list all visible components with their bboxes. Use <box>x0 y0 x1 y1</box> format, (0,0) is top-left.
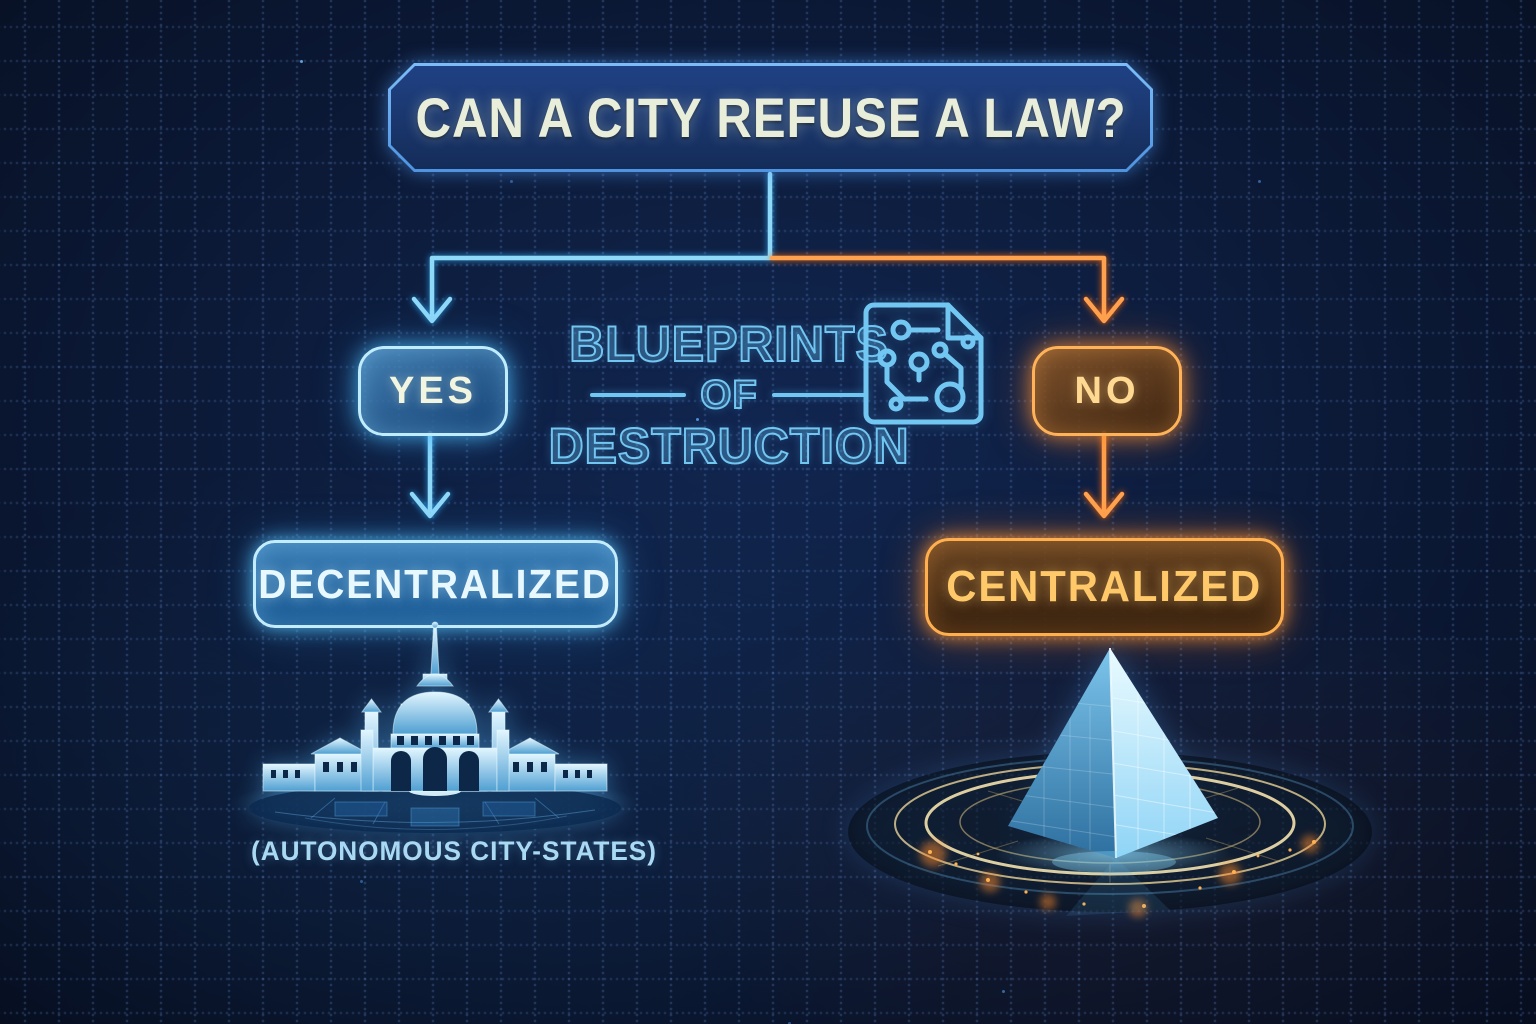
yes-label: YES <box>388 369 478 412</box>
question-text: CAN A CITY REFUSE A LAW? <box>414 86 1127 149</box>
no-label: NO <box>1074 369 1140 412</box>
question-node-fill: CAN A CITY REFUSE A LAW? <box>391 66 1150 169</box>
logo-middle-row: OF <box>543 372 915 418</box>
decentralized-label: DECENTRALIZED <box>258 560 613 607</box>
holographic-city-illustration <box>227 621 643 834</box>
blueprint-circuit-document-icon <box>863 302 984 425</box>
logo-blueprints-of-destruction: BLUEPRINTS OF DESTRUCTION <box>543 315 915 475</box>
node-yes: YES <box>358 346 508 436</box>
connector-no-line <box>769 255 1107 319</box>
logo-left-rule <box>590 393 687 397</box>
node-no: NO <box>1032 346 1182 436</box>
node-centralized: CENTRALIZED <box>925 538 1284 636</box>
logo-right-rule <box>771 393 868 397</box>
node-decentralized: DECENTRALIZED <box>253 540 618 628</box>
logo-word-middle: OF <box>699 372 758 418</box>
arrowhead-yes-icon <box>411 296 453 324</box>
arrowhead-centralized-icon <box>1083 491 1125 519</box>
arrowhead-no-icon <box>1083 296 1125 324</box>
arrowhead-decentralized-icon <box>409 491 451 519</box>
decentralized-caption: (AUTONOMOUS CITY-STATES) <box>251 836 657 866</box>
connector-yes-line <box>429 171 773 319</box>
question-node: CAN A CITY REFUSE A LAW? <box>388 63 1153 172</box>
logo-word-bottom: DESTRUCTION <box>548 417 910 475</box>
holographic-pyramid-illustration <box>848 647 1372 917</box>
centralized-label: CENTRALIZED <box>946 562 1263 611</box>
logo-word-top: BLUEPRINTS <box>568 315 889 373</box>
